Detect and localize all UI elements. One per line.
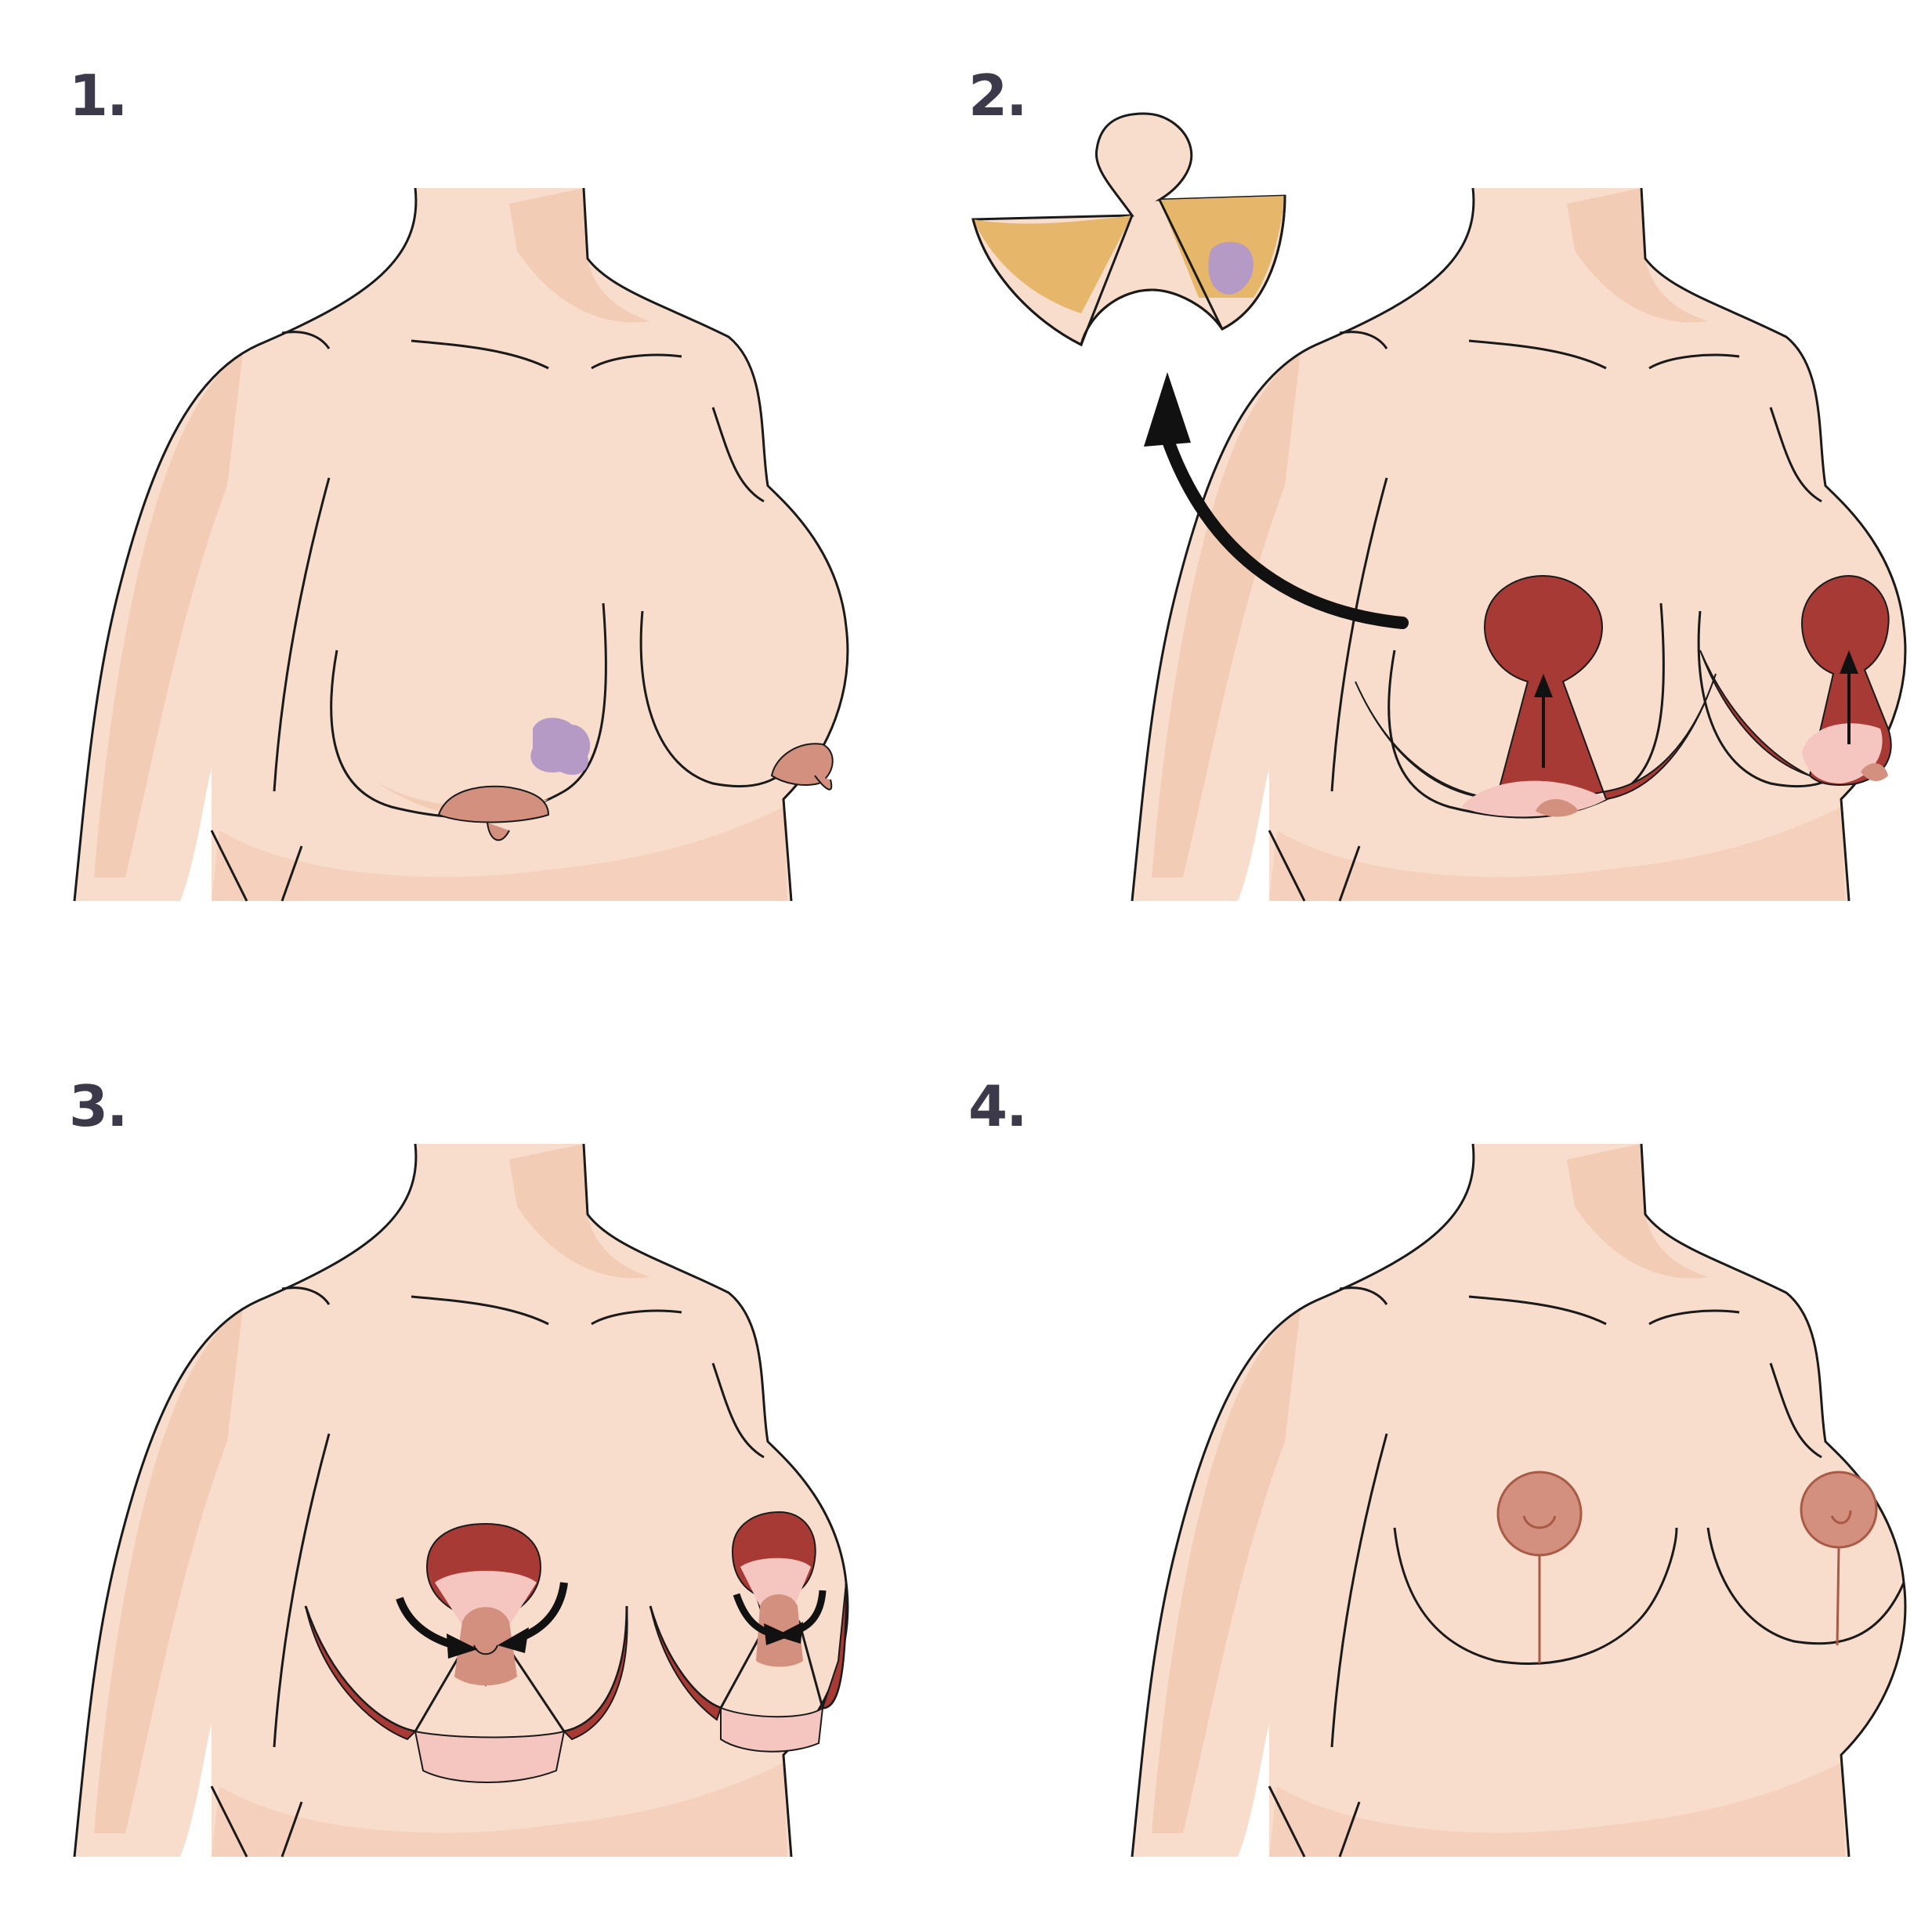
left-areola-healed	[1496, 1471, 1583, 1557]
panel-4	[1131, 1142, 1907, 1858]
removed-tissue-piece	[971, 112, 1286, 347]
panel-3	[73, 1142, 849, 1858]
step-4-label: 4.	[968, 1073, 1027, 1139]
transfer-arrow	[1144, 372, 1409, 629]
right-areola-healed	[1800, 1471, 1878, 1549]
right-areola	[770, 743, 834, 786]
left-areola	[437, 785, 550, 823]
right-incision-closing	[649, 1605, 722, 1721]
lesion-mark	[530, 718, 591, 775]
panel-1	[73, 186, 849, 903]
step-2-label: 2.	[968, 63, 1027, 128]
panel-2	[1131, 186, 1907, 903]
left-incision-closing	[305, 1605, 418, 1741]
step-3-label: 3.	[69, 1073, 128, 1139]
step-1-label: 1.	[69, 63, 128, 128]
right-scar	[1836, 1547, 1840, 1646]
